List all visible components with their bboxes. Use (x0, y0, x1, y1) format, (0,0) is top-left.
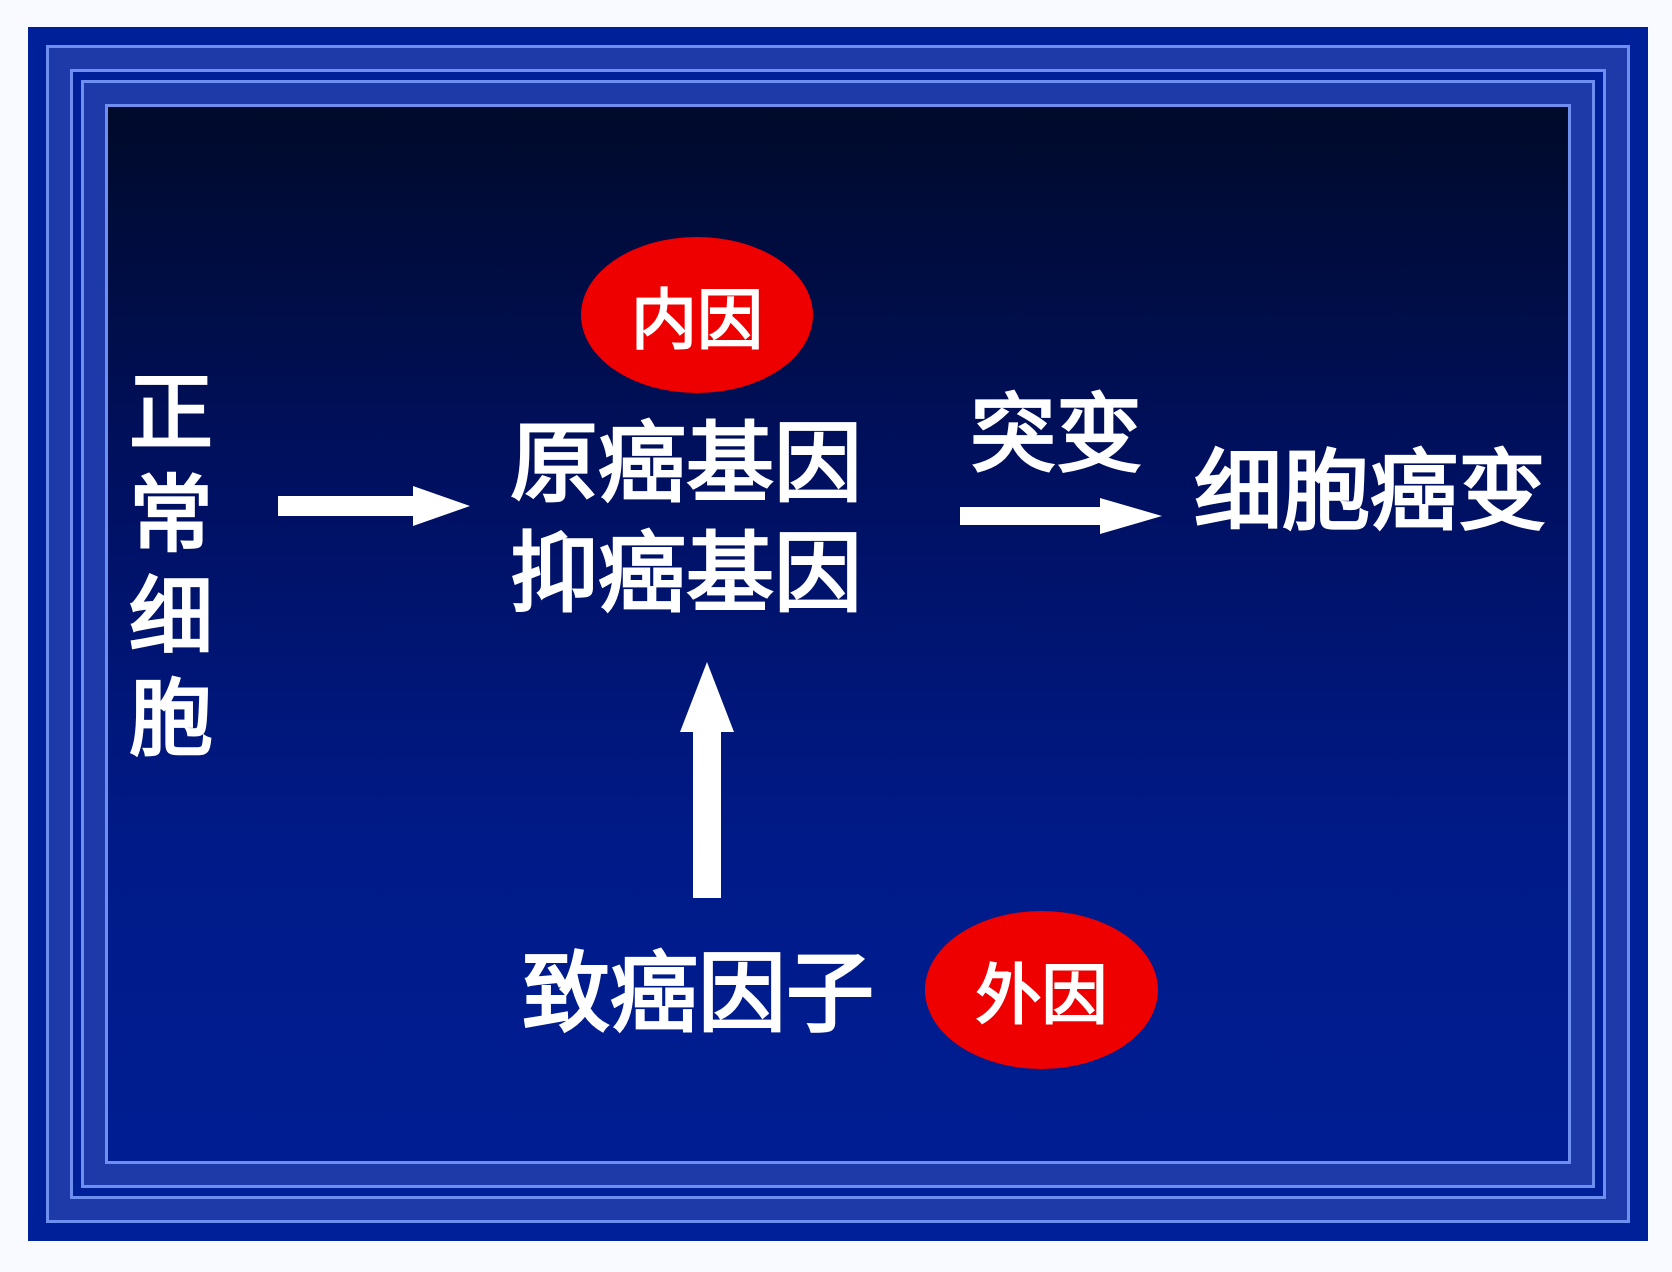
char: 细 (128, 568, 213, 666)
proto-oncogene-label: 原癌基因 (510, 412, 863, 515)
right-arrow-icon (278, 486, 470, 526)
tumor-suppressor-label: 抑癌基因 (510, 522, 863, 625)
slide-background (105, 104, 1571, 1164)
char: 正 (128, 364, 213, 462)
internal-cause-badge: 内因 (581, 237, 813, 393)
right-arrow-icon (960, 498, 1162, 534)
up-arrow-icon (680, 662, 734, 898)
external-cause-badge: 外因 (925, 911, 1158, 1069)
char: 常 (128, 466, 213, 564)
normal-cell-label: 正 常 细 胞 (128, 362, 214, 770)
cell-cancerization-label: 细胞癌变 (1194, 440, 1547, 543)
internal-cause-text: 内因 (631, 282, 763, 359)
carcinogen-label: 致癌因子 (522, 942, 875, 1045)
mutation-label: 突变 (970, 385, 1142, 485)
external-cause-text: 外因 (975, 957, 1108, 1034)
char: 胞 (128, 670, 213, 768)
